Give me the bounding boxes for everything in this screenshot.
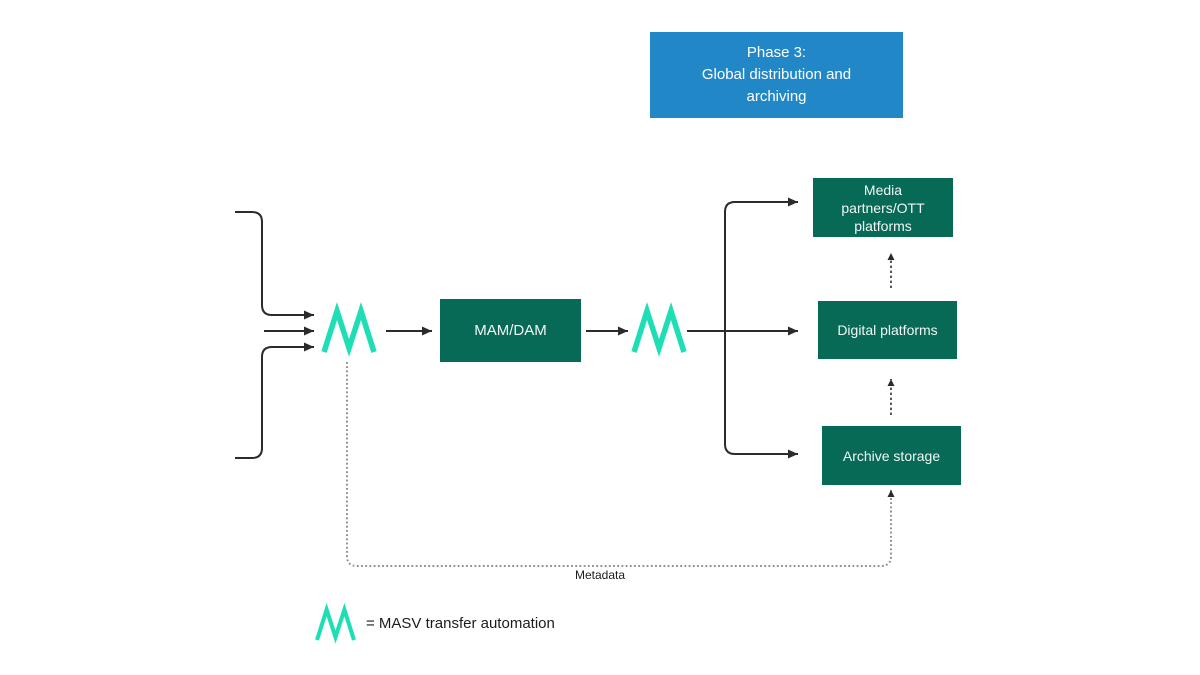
masv-logo-icon [315,603,356,644]
node-digital-platforms: Digital platforms [818,301,957,359]
legend-text: = MASV transfer automation [366,615,555,632]
node-archive-storage: Archive storage [822,426,961,485]
phase-banner-line2: Global distribution and [701,66,852,83]
edge-branch-to-media-partners [724,197,798,331]
node-mam-dam-label: MAM/DAM [474,321,547,339]
edge-source-top [235,211,314,320]
phase-banner: Phase 3: Global distribution and archivi… [650,32,903,118]
masv-logo-icon [631,301,687,357]
phase-banner-line3: archiving [746,88,807,105]
edge-metadata-dotted [346,362,895,567]
masv-logo-icon [321,301,377,357]
edge-source-bottom [235,342,314,459]
phase-banner-line1: Phase 3: [746,44,807,61]
edge-branch-to-archive-storage [724,331,798,459]
node-media-partners-label: Media partners/OTT platforms [841,181,925,234]
node-media-partners: Media partners/OTT platforms [813,178,953,237]
node-mam-dam: MAM/DAM [440,299,581,362]
edge-label-metadata: Metadata [574,568,626,582]
node-archive-storage-label: Archive storage [842,447,941,464]
node-digital-platforms-label: Digital platforms [837,322,938,338]
